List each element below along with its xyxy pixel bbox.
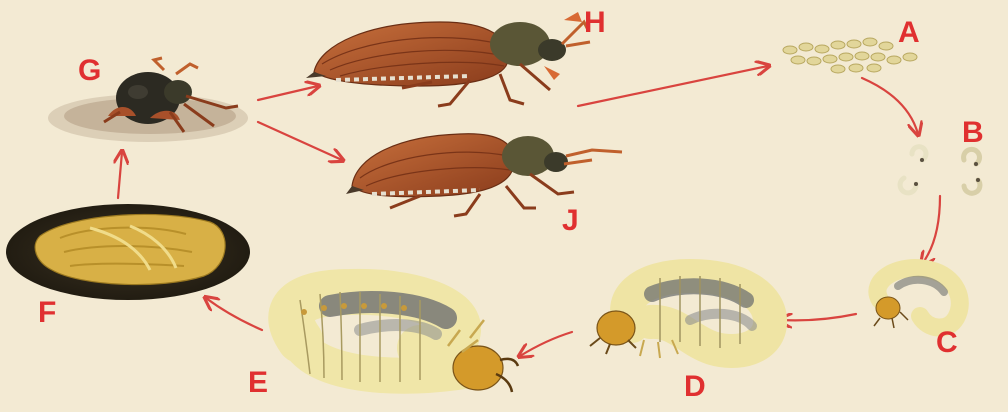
label-g: G xyxy=(78,56,101,86)
eggs-illustration xyxy=(783,38,917,73)
arrow-g-to-j xyxy=(258,122,342,160)
label-j: J xyxy=(562,206,579,236)
young-larvae-illustration xyxy=(900,147,980,194)
label-f: F xyxy=(38,298,56,328)
arrow-d-to-e xyxy=(520,332,572,356)
arrow-b-to-c xyxy=(922,196,940,264)
label-a: A xyxy=(898,18,920,48)
arrow-a-to-b xyxy=(862,78,918,134)
larva-d-illustration xyxy=(590,276,770,358)
label-h: H xyxy=(584,8,606,38)
larva-e-illustration xyxy=(291,292,518,392)
label-b: B xyxy=(962,118,984,148)
arrow-e-to-f xyxy=(206,298,262,330)
label-e: E xyxy=(248,368,268,398)
arrow-f-to-g xyxy=(118,152,122,198)
arrow-c-to-d xyxy=(780,314,856,320)
label-c: C xyxy=(936,328,958,358)
beetle-j-illustration xyxy=(346,134,622,216)
arrow-g-to-h xyxy=(258,86,318,100)
arrow-h-to-a xyxy=(578,66,768,106)
larva-c-illustration xyxy=(874,268,960,328)
pupa-f-illustration xyxy=(6,204,250,300)
label-d: D xyxy=(684,372,706,402)
beetle-h-illustration xyxy=(306,12,590,106)
